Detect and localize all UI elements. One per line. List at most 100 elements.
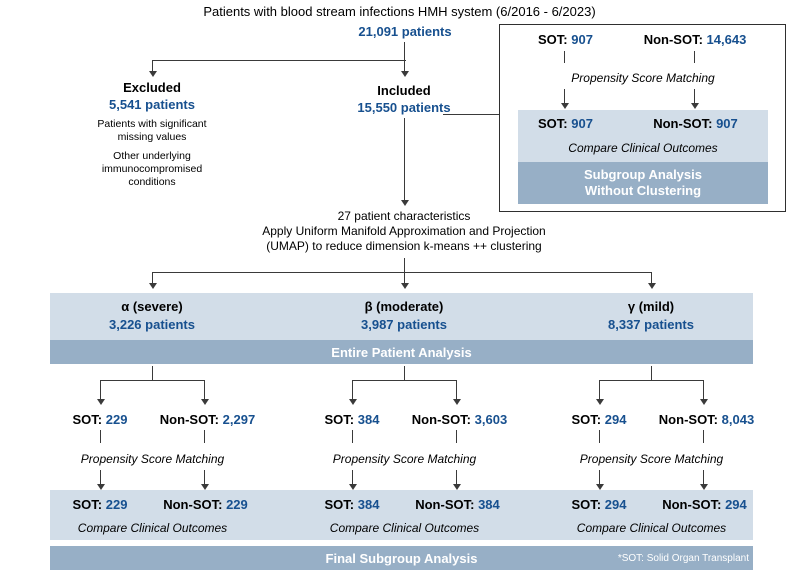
connector-gamma-bar [599,380,704,382]
alpha-matching-label: Propensity Score Matching [80,452,225,466]
gamma-pre-sot-label: SOT: [571,412,602,427]
connector-total-stem [404,42,406,61]
beta-pre-sot-value: 384 [357,412,380,427]
gamma-pre-nonsot: Non-SOT: 8,043 [644,412,769,427]
connector-gamma-psm-nonsot-2 [703,470,705,486]
connector-beta-bar [352,380,457,382]
method-text: 27 patient characteristics Apply Uniform… [154,209,654,254]
alpha-post-nonsot-label: Non-SOT: [163,497,223,512]
method-line-1: 27 patient characteristics [337,209,471,223]
connector-alpha-psm-nonsot [204,430,206,443]
inset-matching-label: Propensity Score Matching [571,71,715,85]
connector-gamma-psm-sot-2 [599,470,601,486]
connector-gamma-psm-sot [599,430,601,443]
inset-pre-sot-value: 907 [571,32,593,47]
beta-pre-nonsot-value: 3,603 [474,412,508,427]
gamma-pre-nonsot-label: Non-SOT: [658,412,719,427]
alpha-pre-sot: SOT: 229 [55,412,145,427]
total-patients: 21,091 patients [358,24,452,39]
gamma-matching-label: Propensity Score Matching [579,452,724,466]
excluded-reason-missing-values-line1: Patients with significant [97,118,207,130]
gamma-post-nonsot-value: 294 [725,497,747,512]
beta-pre-nonsot-label: Non-SOT: [411,412,472,427]
connector-gamma-nonsot-drop [703,380,705,401]
beta-compare-label: Compare Clinical Outcomes [329,521,480,535]
connector-included-drop [404,60,406,73]
included-heading: Included [377,83,431,98]
connector-cluster-bar [152,272,652,274]
connector-included-stem [404,118,406,202]
arrow-beta-post-nonsot [453,484,461,490]
inset-post-nonsot-label: Non-SOT: [653,116,713,131]
post-match-band [50,490,753,540]
beta-pre-sot-label: SOT: [324,412,355,427]
connector-alpha-stem [152,366,154,381]
inset-post-sot: SOT: 907 [518,116,613,131]
excluded-reason-missing-values-line2: missing values [117,131,187,143]
inset-pre-nonsot-value: 14,643 [706,32,747,47]
cluster-gamma-count: 8,337 patients [608,317,694,332]
beta-matching-label: Propensity Score Matching [332,452,477,466]
alpha-pre-sot-label: SOT: [72,412,103,427]
method-line-2: Apply Uniform Manifold Approximation and… [262,224,546,238]
arrow-beta-nonsot [453,399,461,405]
connector-beta-psm-nonsot [456,430,458,443]
alpha-post-sot-value: 229 [105,497,128,512]
connector-alpha-sot-drop [100,380,102,401]
arrow-beta-sot [349,399,357,405]
arrow-gamma-post-sot [596,484,604,490]
beta-pre-sot: SOT: 384 [307,412,397,427]
beta-post-nonsot-label: Non-SOT: [415,497,475,512]
cluster-alpha-name: α (severe) [121,299,183,314]
method-line-3: (UMAP) to reduce dimension k-means ++ cl… [266,239,542,253]
alpha-post-sot: SOT: 229 [55,497,145,512]
inset-post-band [518,110,768,162]
gamma-post-sot-value: 294 [604,497,627,512]
excluded-reason-immunocompromised-line2: immunocompromised [101,163,203,175]
arrow-inset-post-nonsot [691,103,699,109]
cluster-beta-count: 3,987 patients [361,317,447,332]
figure-title: Patients with blood stream infections HM… [203,4,596,19]
alpha-compare-label: Compare Clinical Outcomes [77,521,228,535]
connector-beta-sot-drop [352,380,354,401]
final-subgroup-analysis-label: Final Subgroup Analysis [325,551,478,566]
connector-cluster-gamma-drop [651,272,653,285]
included-count: 15,550 patients [357,100,451,115]
inset-pre-sot: SOT: 907 [518,32,613,47]
inset-post-sot-value: 907 [571,116,593,131]
gamma-post-nonsot-label: Non-SOT: [662,497,722,512]
connector-excluded-drop [152,60,154,73]
alpha-pre-nonsot: Non-SOT: 2,297 [145,412,270,427]
gamma-pre-sot: SOT: 294 [554,412,644,427]
connector-inset-sot [564,51,566,63]
excluded-reason-immunocompromised: Other underlying immunocompromised condi… [52,150,252,189]
inset-pre-sot-label: SOT: [538,32,568,47]
connector-beta-psm-sot-2 [352,470,354,486]
gamma-pre-sot-value: 294 [604,412,627,427]
arrow-included [401,71,409,77]
gamma-post-sot-label: SOT: [571,497,602,512]
arrow-beta-post-sot [349,484,357,490]
excluded-reason-immunocompromised-line1: Other underlying [113,150,191,162]
gamma-pre-nonsot-value: 8,043 [721,412,755,427]
connector-cluster-alpha-drop [152,272,154,285]
connector-cluster-beta-drop [404,272,406,285]
arrow-gamma-sot [596,399,604,405]
inset-post-nonsot-value: 907 [716,116,738,131]
connector-beta-stem [404,366,406,381]
connector-alpha-psm-sot-2 [100,470,102,486]
arrow-alpha-post-nonsot [201,484,209,490]
connector-beta-psm-nonsot-2 [456,470,458,486]
connector-inset-nonsot [694,51,696,63]
alpha-pre-nonsot-value: 2,297 [222,412,256,427]
beta-post-sot-label: SOT: [324,497,355,512]
no-clustering-inset-box: SOT: 907 Non-SOT: 14,643 Propensity Scor… [499,24,786,212]
excluded-heading: Excluded [123,80,181,95]
arrow-cluster-beta [401,283,409,289]
excluded-count: 5,541 patients [109,97,195,112]
inset-compare-label: Compare Clinical Outcomes [568,141,718,155]
inset-post-nonsot: Non-SOT: 907 [628,116,763,131]
connector-alpha-bar [100,380,205,382]
footnote-sot-definition: *SOT: Solid Organ Transplant [617,553,749,564]
arrow-excluded [149,71,157,77]
